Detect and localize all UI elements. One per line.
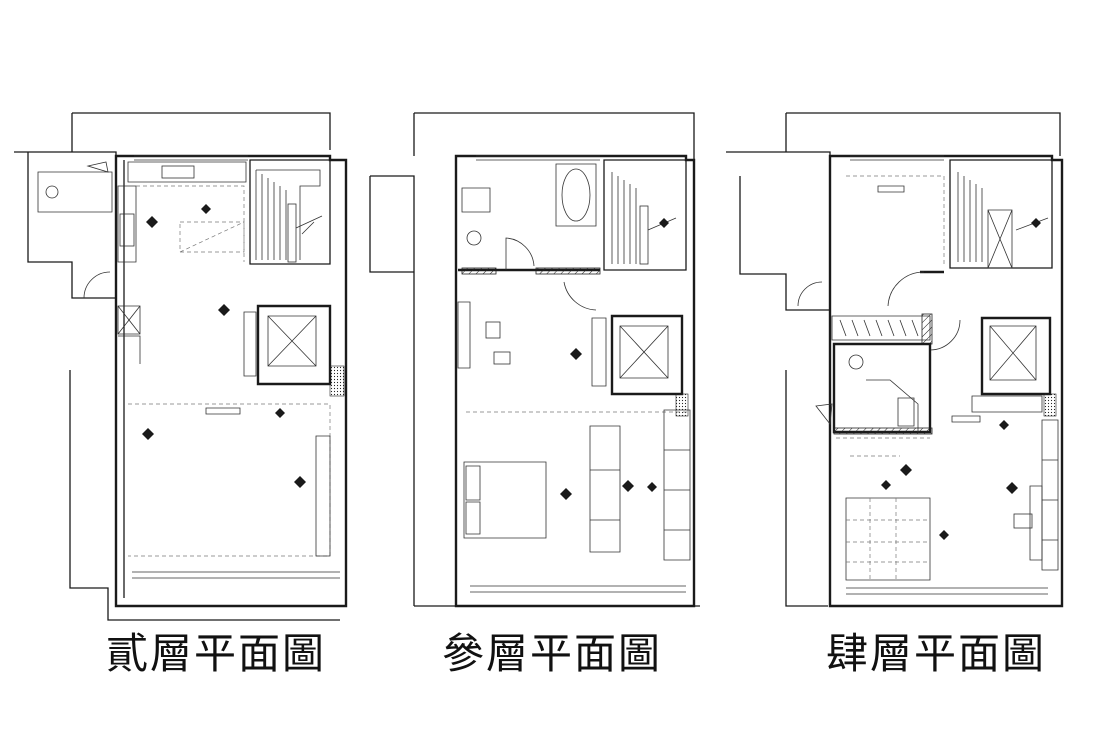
bathroom	[832, 342, 932, 434]
plan-3f-caption: 參層平面圖	[442, 629, 663, 678]
plan-2f-caption: 貳層平面圖	[106, 629, 327, 678]
elevator-shaft	[256, 304, 332, 386]
toilet-icon	[897, 397, 915, 427]
wardrobe	[589, 425, 621, 553]
staircase	[249, 159, 331, 265]
plan-4f	[726, 112, 1064, 608]
window-south	[132, 571, 340, 579]
staircase	[949, 159, 1053, 269]
plan-4f-outline	[828, 154, 1064, 608]
toilet-icon	[461, 187, 491, 213]
dining-table	[179, 221, 245, 253]
light-fixture-icon	[570, 348, 582, 360]
chair	[485, 321, 501, 339]
door-swing	[505, 237, 535, 270]
bed	[463, 461, 547, 539]
door-swing	[887, 271, 925, 307]
elevator-car	[267, 315, 317, 367]
tv-cabinet	[315, 435, 331, 557]
balcony-outline	[14, 151, 117, 299]
ac-unit-icon	[877, 185, 905, 193]
tatami-platform	[845, 497, 931, 581]
staircase	[603, 159, 687, 271]
light-fixture-icon	[146, 216, 158, 228]
closet	[663, 409, 691, 561]
roof-outline	[414, 112, 695, 160]
door-swing	[83, 271, 111, 299]
elevator-car	[989, 325, 1037, 381]
ac-unit-icon	[951, 415, 981, 423]
closet	[1041, 419, 1059, 571]
ac-unit-icon	[205, 407, 241, 415]
chair	[1013, 513, 1033, 529]
bathtub	[555, 163, 597, 227]
roof-outline	[786, 112, 1061, 156]
washbasin-icon	[466, 230, 482, 246]
light-fixture-icon	[900, 464, 912, 476]
window-south	[846, 587, 1048, 595]
elevator-car	[619, 325, 669, 379]
plan-3f	[369, 112, 700, 608]
living-room-ceiling	[128, 403, 331, 557]
cooktop	[119, 213, 135, 247]
washbasin-icon	[848, 354, 864, 370]
kitchen-sink	[127, 161, 247, 183]
plan-2f	[14, 112, 348, 621]
roof-outline	[72, 112, 331, 150]
plan-4f-caption: 肆層平面圖	[826, 629, 1047, 678]
plan-2f-outline	[114, 154, 348, 608]
plan-3f-outline	[454, 154, 696, 608]
window-south	[470, 585, 686, 593]
washer-icon	[45, 185, 59, 199]
